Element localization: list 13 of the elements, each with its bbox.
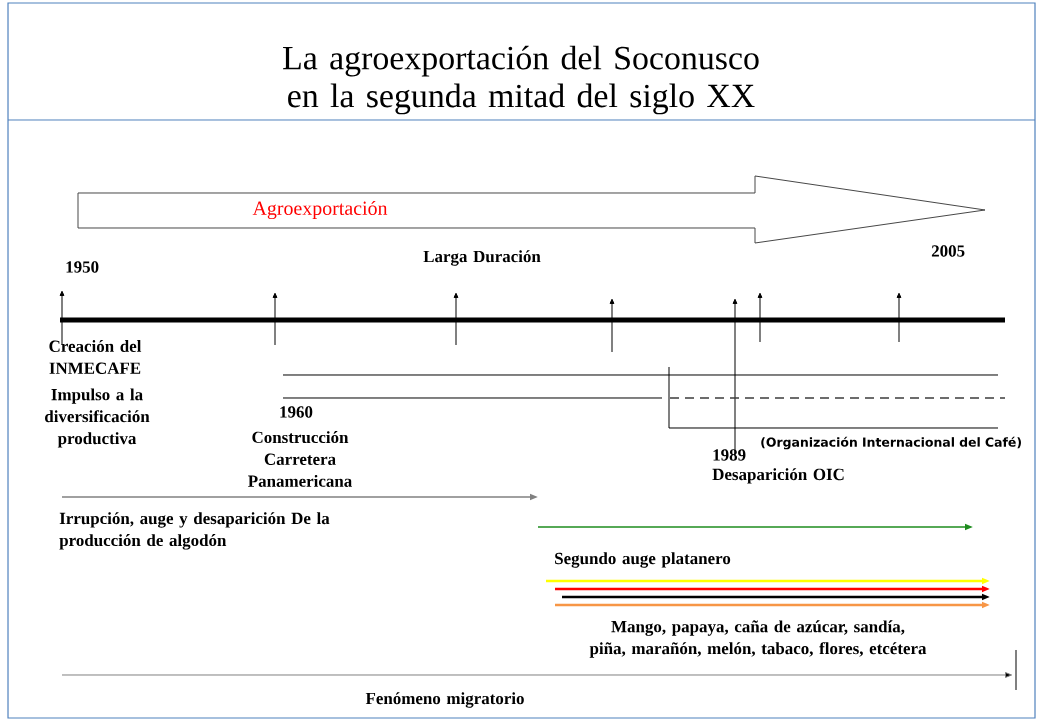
label: 1989: [713, 449, 746, 461]
label: Mango, papaya, caña de azúcar, sandía, piña, marañón, melón, tabaco, flores, etcétera: [589, 620, 927, 658]
label: Irrupción, auge y desaparición De la producción de algodón: [59, 512, 330, 550]
label: 1960: [280, 406, 313, 418]
label: 1950: [66, 261, 99, 273]
label: Fenómeno migratorio: [365, 692, 524, 708]
label: Impulso a la diversificación productiva: [45, 388, 150, 448]
label: (Organización Internacional del Café): [761, 436, 1021, 450]
label: Construcción Carretera Panamericana: [248, 431, 352, 487]
label: Segundo auge platanero: [555, 552, 731, 568]
title: La agroexportación del Soconusco en la segunda mitad del siglo XX: [283, 45, 759, 115]
label: Desaparición OIC: [712, 468, 844, 484]
label: Creación del INMECAFE: [49, 340, 142, 374]
